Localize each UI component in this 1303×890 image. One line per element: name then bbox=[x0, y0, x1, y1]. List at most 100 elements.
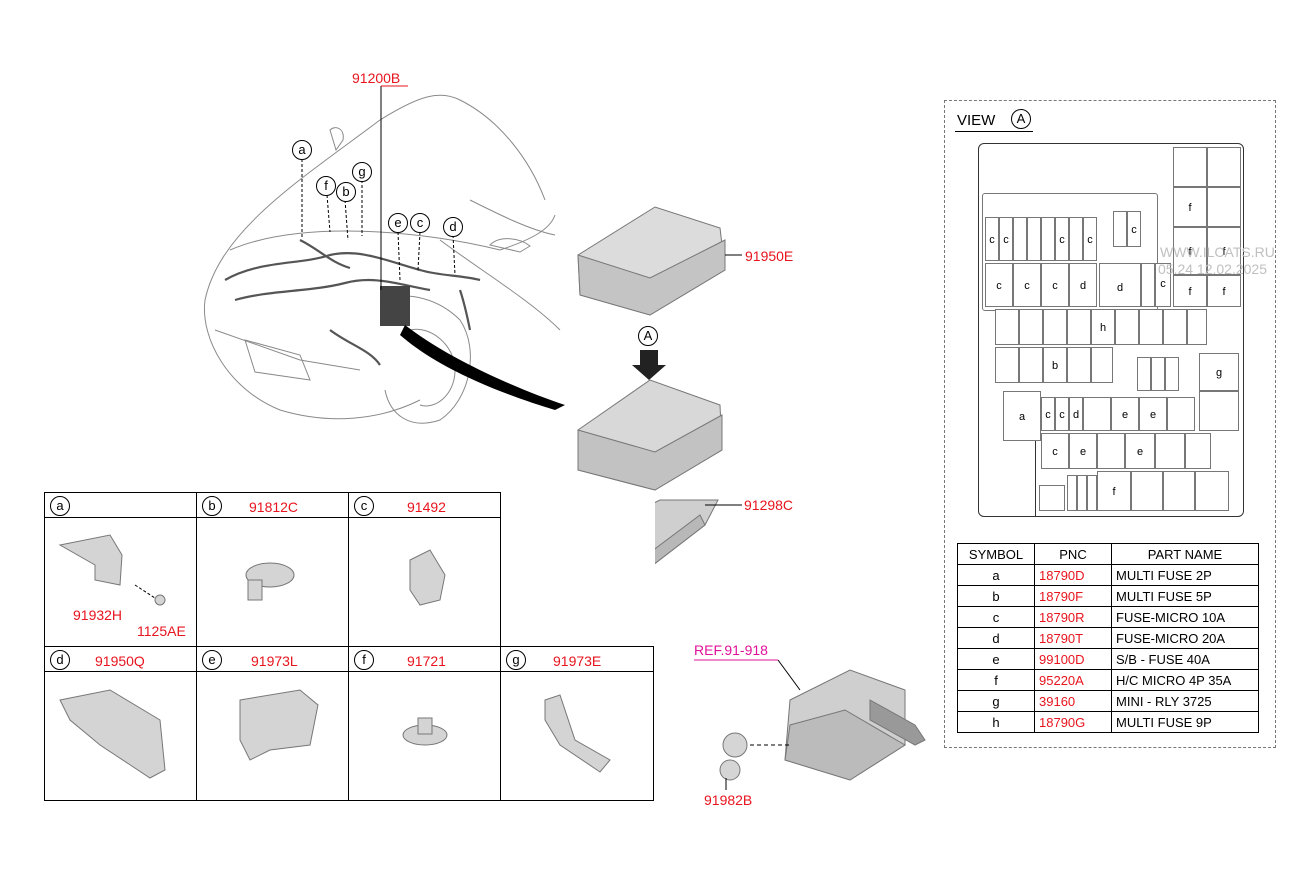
table-row: h 18790G MULTI FUSE 9P bbox=[957, 711, 1259, 733]
row-pnc: 18790T bbox=[1034, 627, 1112, 649]
fuse-d-3: d bbox=[1069, 397, 1083, 431]
row-part-name: MULTI FUSE 9P bbox=[1111, 711, 1259, 733]
table-row: f 95220A H/C MICRO 4P 35A bbox=[957, 669, 1259, 691]
car-symbol-g: g bbox=[352, 162, 372, 182]
cover-callout: 91950E bbox=[745, 248, 794, 264]
fuse-d-2: d bbox=[1099, 263, 1141, 307]
fuse-e-3: e bbox=[1069, 433, 1097, 469]
fuse-c-8: c bbox=[1041, 263, 1069, 307]
car-symbol-d: d bbox=[443, 217, 463, 237]
header-part-name: PART NAME bbox=[1111, 543, 1259, 565]
fuse-f-5: f bbox=[1207, 275, 1241, 307]
row-symbol: b bbox=[957, 585, 1035, 607]
fuse-f-6: f bbox=[1097, 471, 1131, 511]
fuse-h: h bbox=[1091, 309, 1115, 345]
grid-symbol-a: a bbox=[50, 496, 70, 516]
fuse-c-4: c bbox=[1083, 217, 1097, 261]
table-row: b 18790F MULTI FUSE 5P bbox=[957, 585, 1259, 607]
row-part-name: MULTI FUSE 5P bbox=[1111, 585, 1259, 607]
row-pnc: 95220A bbox=[1034, 669, 1112, 691]
row-part-name: H/C MICRO 4P 35A bbox=[1111, 669, 1259, 691]
fuse-e-2: e bbox=[1139, 397, 1167, 431]
row-pnc: 18790F bbox=[1034, 585, 1112, 607]
header-pnc: PNC bbox=[1034, 543, 1112, 565]
fuse-c-11: c bbox=[1055, 397, 1069, 431]
table-row: d 18790T FUSE-MICRO 20A bbox=[957, 627, 1259, 649]
connector-callout: 91982B bbox=[704, 792, 753, 808]
fuse-f-1: f bbox=[1173, 187, 1207, 227]
row-part-name: FUSE-MICRO 10A bbox=[1111, 606, 1259, 628]
row-pnc: 18790G bbox=[1034, 711, 1112, 733]
car-symbol-e: e bbox=[388, 213, 408, 233]
grid-pnc-e: 91973L bbox=[251, 653, 298, 669]
fuse-c-7: c bbox=[1013, 263, 1041, 307]
grid-symbol-e: e bbox=[202, 650, 222, 670]
fuse-c-5: c bbox=[1127, 211, 1141, 247]
row-pnc: 18790R bbox=[1034, 606, 1112, 628]
view-title: VIEW bbox=[957, 112, 996, 129]
watermark-line2: 05.24 12.02.2025 bbox=[1158, 261, 1267, 277]
row-pnc: 99100D bbox=[1034, 648, 1112, 670]
fuse-c-9: c bbox=[1155, 263, 1171, 307]
row-symbol: h bbox=[957, 711, 1035, 733]
table-row: g 39160 MINI - RLY 3725 bbox=[957, 690, 1259, 712]
table-row: c 18790R FUSE-MICRO 10A bbox=[957, 606, 1259, 628]
table-row: a 18790D MULTI FUSE 2P bbox=[957, 564, 1259, 586]
row-symbol: f bbox=[957, 669, 1035, 691]
parts-table: SYMBOL PNC PART NAME a 18790D MULTI FUSE… bbox=[957, 543, 1259, 733]
row-symbol: d bbox=[957, 627, 1035, 649]
fuse-f-3: f bbox=[1207, 227, 1241, 275]
grid-pnc-f: 91721 bbox=[407, 653, 446, 669]
fuse-d-1: d bbox=[1069, 263, 1097, 307]
view-mark-circle: A bbox=[638, 326, 658, 346]
grid-symbol-c: c bbox=[354, 496, 374, 516]
table-row: e 99100D S/B - FUSE 40A bbox=[957, 648, 1259, 670]
car-symbol-f: f bbox=[316, 176, 336, 196]
row-pnc: 18790D bbox=[1034, 564, 1112, 586]
car-symbol-b: b bbox=[336, 182, 356, 202]
fuse-c-1: c bbox=[985, 217, 999, 261]
grid-pnc-b: 91812C bbox=[249, 499, 299, 515]
fuse-box-outline bbox=[978, 143, 1244, 517]
fuse-e-1: e bbox=[1111, 397, 1139, 431]
fuse-f-2: f bbox=[1173, 227, 1207, 275]
row-part-name: MULTI FUSE 2P bbox=[1111, 564, 1259, 586]
row-symbol: g bbox=[957, 690, 1035, 712]
fuse-e-4: e bbox=[1125, 433, 1155, 469]
row-symbol: a bbox=[957, 564, 1035, 586]
harness-callout: 91200B bbox=[352, 70, 401, 86]
grid-symbol-d: d bbox=[50, 650, 70, 670]
row-part-name: MINI - RLY 3725 bbox=[1111, 690, 1259, 712]
row-symbol: e bbox=[957, 648, 1035, 670]
fuse-c-10: c bbox=[1041, 397, 1055, 431]
fuse-c-3: c bbox=[1055, 217, 1069, 261]
fuse-g: g bbox=[1199, 353, 1239, 391]
row-part-name: FUSE-MICRO 20A bbox=[1111, 627, 1259, 649]
fuse-b: b bbox=[1043, 347, 1067, 383]
ref-callout: REF.91-918 bbox=[694, 642, 768, 658]
grid-symbol-f: f bbox=[354, 650, 374, 670]
fuse-c-2: c bbox=[999, 217, 1013, 261]
fuse-c-6: c bbox=[985, 263, 1013, 307]
car-symbol-a: a bbox=[292, 140, 312, 160]
watermark-line1: WWW.ILCATS.RU bbox=[1160, 244, 1275, 260]
grid-pnc-g: 91973E bbox=[553, 653, 602, 669]
row-symbol: c bbox=[957, 606, 1035, 628]
row-pnc: 39160 bbox=[1034, 690, 1112, 712]
header-symbol: SYMBOL bbox=[957, 543, 1035, 565]
fuse-c-12: c bbox=[1041, 433, 1069, 469]
grid-sub-label-bolt: 1125AE bbox=[137, 623, 186, 639]
grid-pnc-d: 91950Q bbox=[95, 653, 145, 669]
car-symbol-c: c bbox=[410, 213, 430, 233]
fuse-f-4: f bbox=[1173, 275, 1207, 307]
row-part-name: S/B - FUSE 40A bbox=[1111, 648, 1259, 670]
view-mark: A bbox=[1011, 109, 1031, 129]
grid-symbol-b: b bbox=[202, 496, 222, 516]
grid-pnc-c: 91492 bbox=[407, 499, 446, 515]
fuse-a: a bbox=[1003, 391, 1041, 441]
grid-symbol-g: g bbox=[506, 650, 526, 670]
symbol-grid: a b 91812C c 91492 91932H 1125AE d 91950… bbox=[44, 491, 655, 801]
bracket-callout: 91298C bbox=[744, 497, 794, 513]
grid-sub-label-holder: 91932H bbox=[73, 607, 123, 623]
view-a-panel: VIEW A f f f f f c c c c c c c c d d c h… bbox=[944, 100, 1276, 748]
